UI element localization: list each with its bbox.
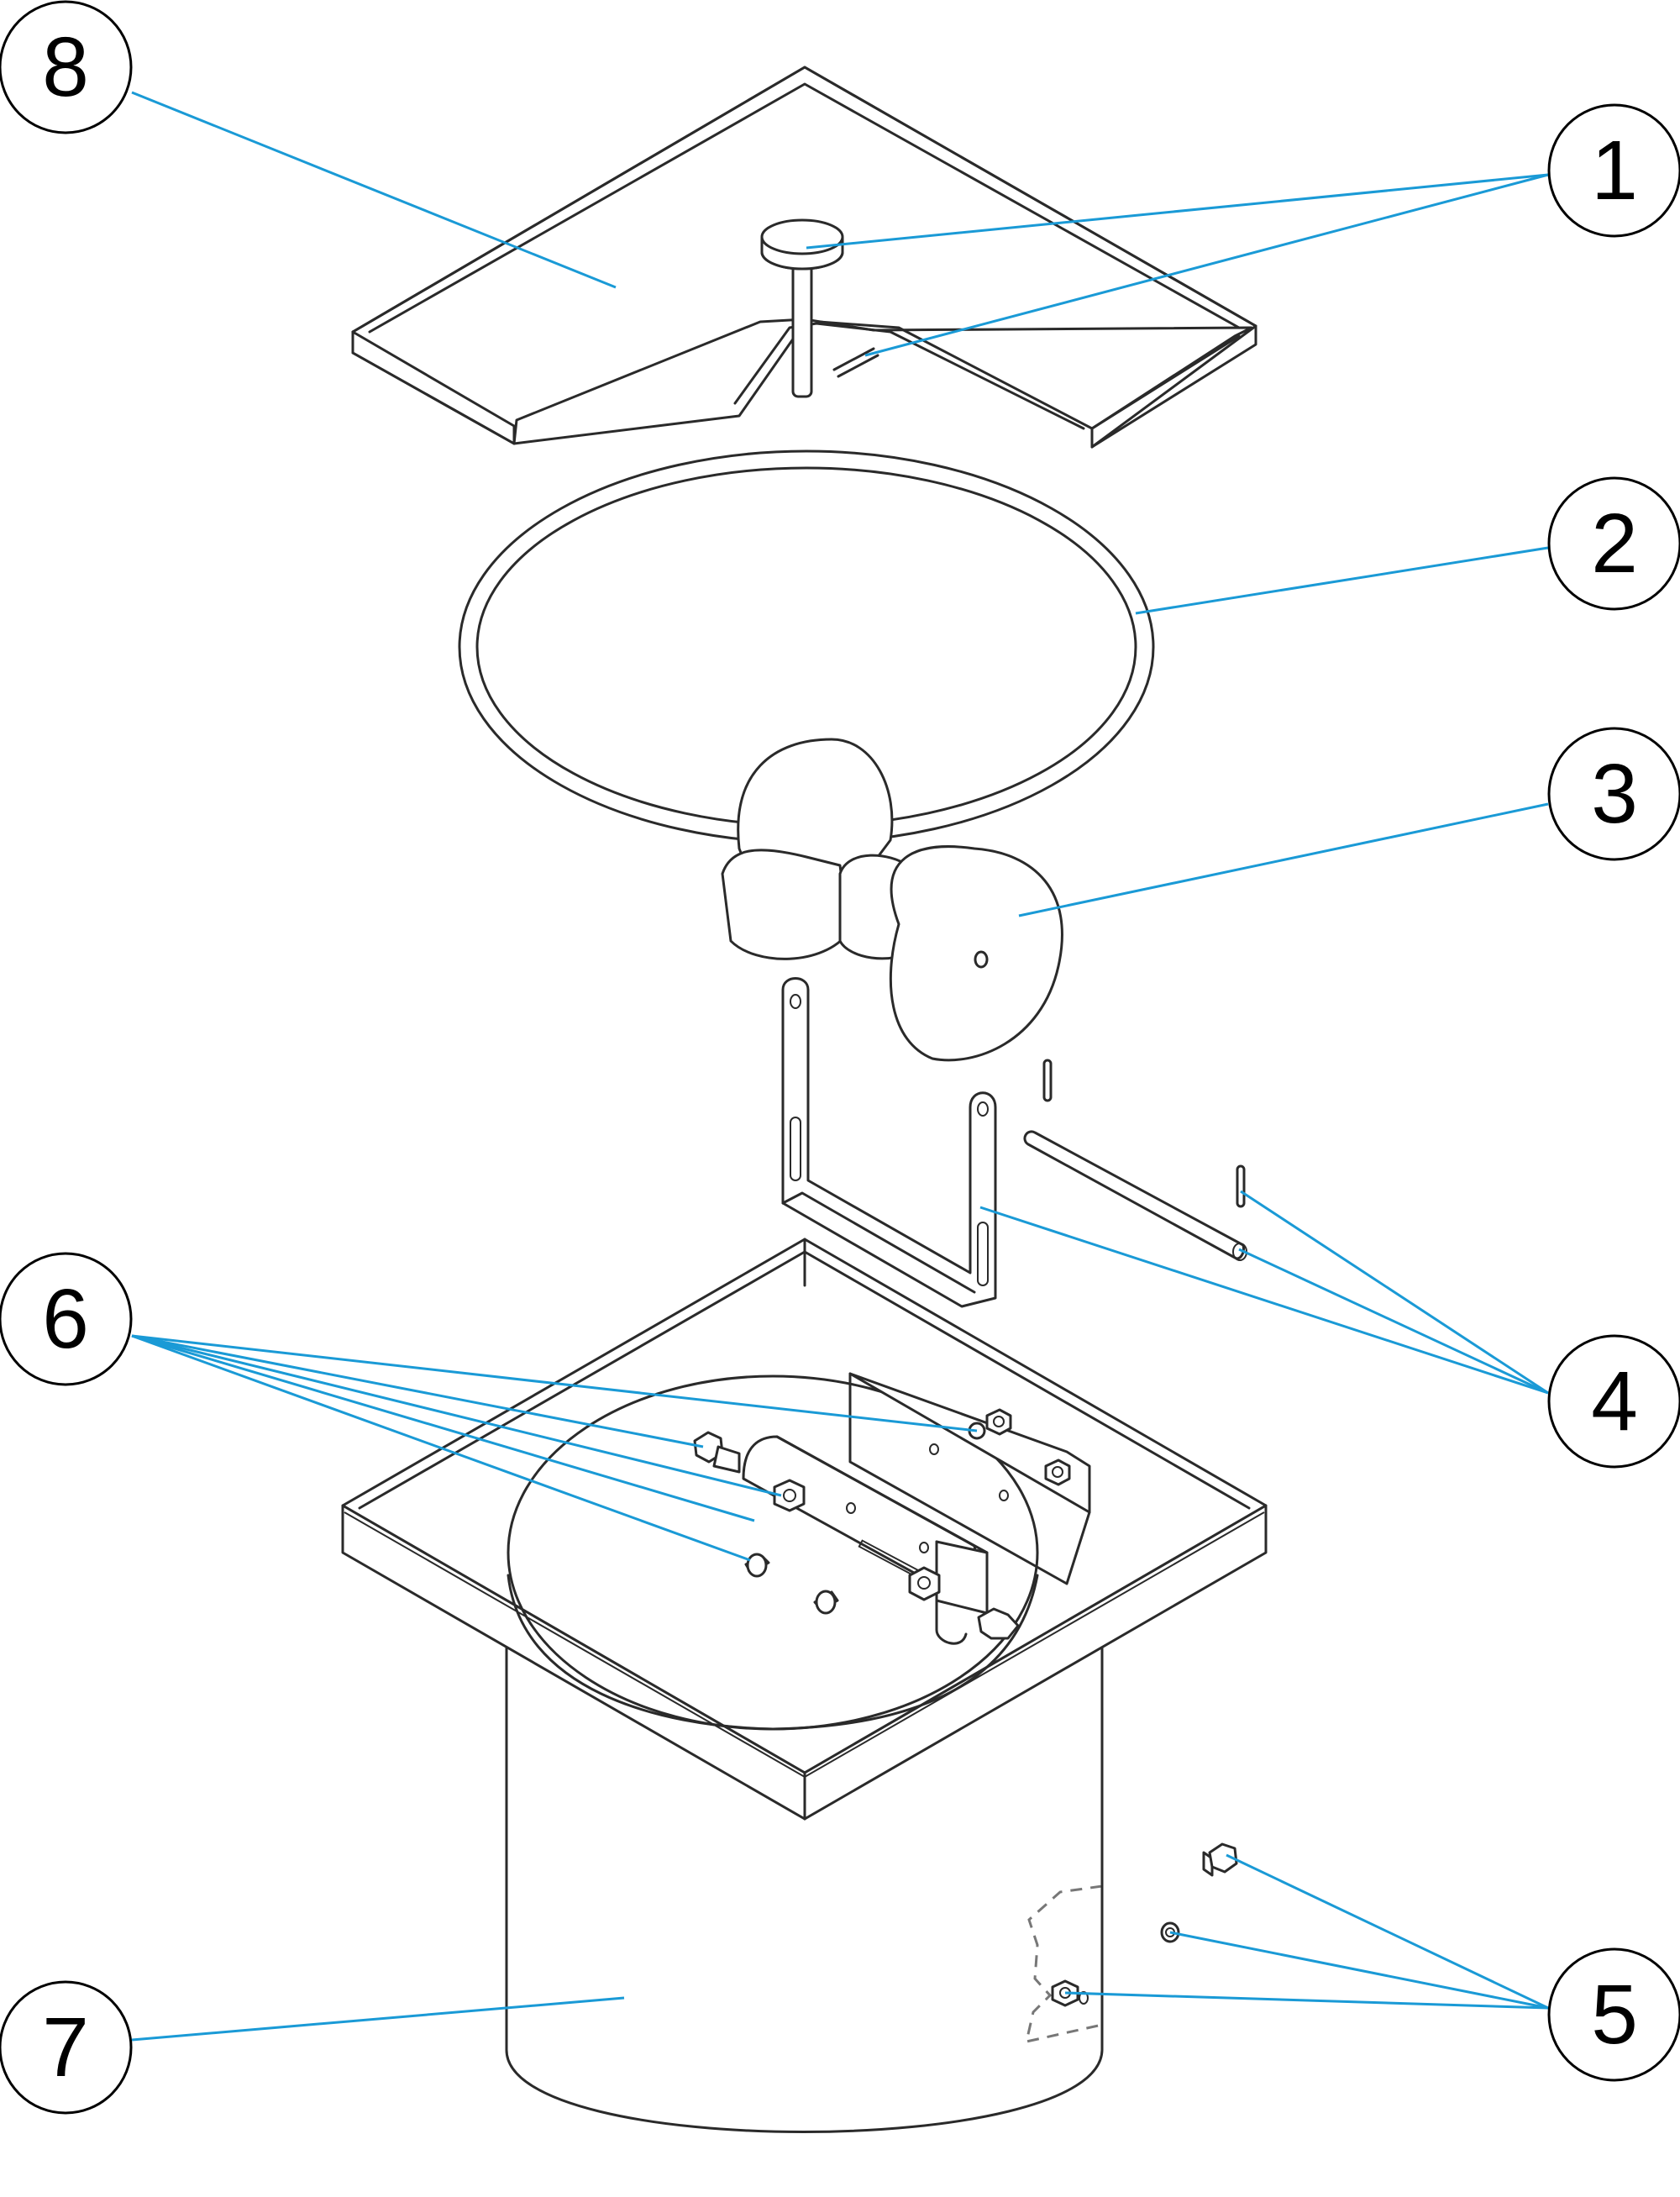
fastener-bolt-left (693, 1431, 741, 1474)
leader-8 (131, 91, 617, 289)
side-cutaway (1025, 1884, 1104, 2043)
leader-4b (1238, 1248, 1549, 1395)
callout-7: 7 (0, 1980, 133, 2115)
base-cylinder (505, 1638, 1104, 2133)
callout-2-label: 2 (1591, 497, 1638, 591)
leader-lines (131, 91, 1549, 2042)
hinge-rod (1023, 1130, 1247, 1261)
valve-body (721, 738, 1063, 1062)
leader-5c (1064, 1991, 1549, 2010)
side-bolt (1202, 1842, 1238, 1877)
leader-6c (131, 1334, 782, 1497)
leader-5b (1169, 1931, 1549, 2010)
callout-4-label: 4 (1591, 1354, 1638, 1448)
leader-6b (131, 1334, 704, 1448)
callout-8: 8 (0, 0, 133, 134)
leader-4c (1240, 1190, 1549, 1395)
leader-6d (131, 1334, 755, 1522)
hinge-pin-lower (1236, 1164, 1246, 1208)
callout-8-label: 8 (42, 20, 89, 114)
leader-7 (131, 1996, 625, 2042)
base-flange (341, 1238, 1268, 1821)
fastener-screw-small (744, 1553, 839, 1615)
leader-2 (1135, 546, 1549, 615)
u-bracket (781, 977, 997, 1308)
leader-6e (131, 1334, 751, 1562)
lid-handle (760, 218, 879, 398)
callout-1: 1 (1547, 103, 1680, 238)
callout-5: 5 (1547, 1947, 1680, 2082)
leader-1b (864, 173, 1549, 357)
fastener-nut-lower (908, 1566, 1020, 1640)
leader-4a (979, 1206, 1549, 1395)
callout-6-label: 6 (42, 1272, 89, 1366)
leader-5a (1226, 1853, 1549, 2010)
hinge-pin-upper (1042, 1059, 1053, 1102)
callout-1-label: 1 (1591, 124, 1638, 218)
leader-6a (131, 1334, 978, 1432)
callout-7-label: 7 (42, 2000, 89, 2095)
callout-5-label: 5 (1591, 1968, 1638, 2062)
callout-3: 3 (1547, 727, 1680, 861)
callout-2: 2 (1547, 476, 1680, 611)
fastener-nut-center (773, 1479, 806, 1512)
callout-4: 4 (1547, 1334, 1680, 1469)
callout-6: 6 (0, 1252, 133, 1386)
fastener-nut-top-right (968, 1408, 1071, 1486)
callout-3-label: 3 (1591, 747, 1638, 841)
leader-1a (806, 173, 1549, 250)
leader-3 (1018, 802, 1549, 917)
